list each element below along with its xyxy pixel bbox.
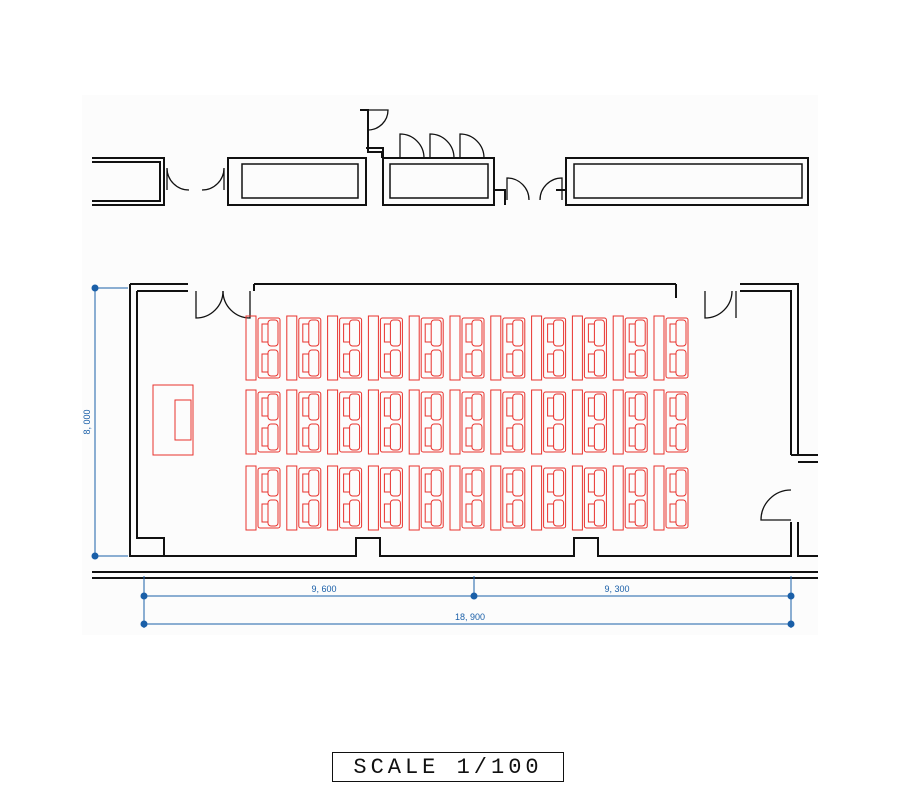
- seat-block: [286, 389, 322, 455]
- room-doors: [195, 290, 792, 521]
- seat-block: [367, 389, 403, 455]
- seat-block: [245, 315, 281, 381]
- scale-label: SCALE 1/100: [332, 752, 564, 782]
- seat-block: [449, 465, 485, 531]
- seat-block: [449, 389, 485, 455]
- room-walls: [92, 283, 818, 579]
- dimension-height: 8, 000: [82, 284, 128, 560]
- seat-block: [408, 389, 444, 455]
- seat-block: [653, 315, 689, 381]
- dimension-right-span-label: 9, 300: [604, 584, 629, 594]
- seat-block: [571, 465, 607, 531]
- seat-block: [367, 465, 403, 531]
- seat-block: [327, 465, 363, 531]
- seat-block: [327, 389, 363, 455]
- seat-block: [531, 315, 567, 381]
- dimension-total-span-label: 18, 900: [455, 612, 485, 622]
- seat-block: [490, 315, 526, 381]
- dimension-width: 9, 600 9, 300 18, 900: [140, 576, 795, 628]
- seat-block: [653, 389, 689, 455]
- seat-block: [612, 315, 648, 381]
- seat-block: [286, 465, 322, 531]
- lectern: [152, 384, 194, 456]
- seat-block: [245, 389, 281, 455]
- seat-block: [653, 465, 689, 531]
- seat-block: [286, 315, 322, 381]
- seat-block: [571, 315, 607, 381]
- seating-area: [245, 315, 689, 531]
- seat-block: [531, 465, 567, 531]
- seat-block: [408, 465, 444, 531]
- seat-block: [449, 315, 485, 381]
- seat-block: [571, 389, 607, 455]
- dimension-height-label: 8, 000: [82, 409, 92, 434]
- seat-block: [612, 465, 648, 531]
- upper-doors: [166, 109, 563, 201]
- upper-corridor: [92, 109, 809, 206]
- seat-block: [245, 465, 281, 531]
- seat-block: [490, 465, 526, 531]
- seat-block: [367, 315, 403, 381]
- seat-block: [327, 315, 363, 381]
- seat-block: [531, 389, 567, 455]
- seat-block: [490, 389, 526, 455]
- seat-block: [408, 315, 444, 381]
- seat-block: [612, 389, 648, 455]
- dimension-left-span-label: 9, 600: [311, 584, 336, 594]
